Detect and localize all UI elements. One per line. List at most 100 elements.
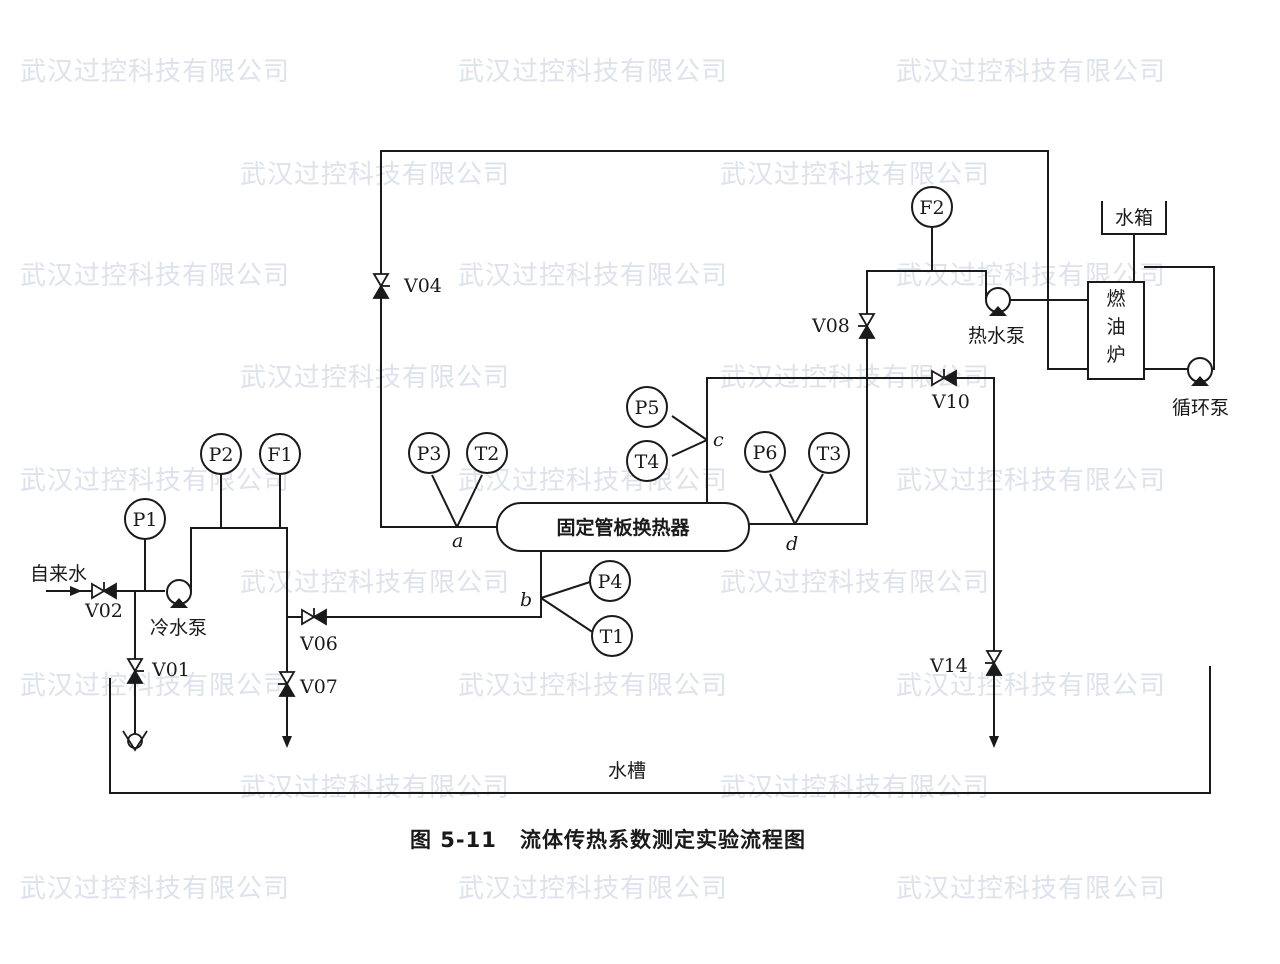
t4-lead — [671, 439, 708, 457]
down-arrow-icon — [282, 736, 292, 748]
watermark: 武汉过控科技有限公司 — [240, 773, 510, 803]
watermark: 武汉过控科技有限公司 — [458, 671, 728, 701]
valve-v10-label: V10 — [931, 391, 970, 413]
gauge-p2 — [200, 433, 242, 475]
figure-number: 图 5-11 — [410, 828, 497, 852]
valve-v08-label: V08 — [811, 315, 850, 337]
flowmeter-f1 — [259, 433, 301, 475]
watermark: 武汉过控科技有限公司 — [240, 160, 510, 190]
gauge-p1 — [124, 498, 166, 540]
gauge-p5-label: P5 — [635, 397, 660, 419]
flowmeter-f1-label: F1 — [267, 444, 292, 466]
thermometer-t1 — [591, 615, 633, 657]
cold-water-pump-icon[interactable] — [166, 579, 192, 608]
watermark: 武汉过控科技有限公司 — [720, 568, 990, 598]
water-box-label: 水箱 — [1115, 207, 1153, 229]
cold-discharge-pipe — [190, 527, 288, 744]
water-tank-label: 水槽 — [608, 760, 646, 782]
valve-v04[interactable] — [372, 273, 390, 299]
valve-v14-label: V14 — [929, 655, 968, 677]
circulation-pump-label: 循环泵 — [1172, 397, 1229, 419]
valve-v10[interactable] — [931, 369, 957, 387]
circulation-loop — [1144, 266, 1215, 370]
gauge-p5 — [626, 386, 668, 428]
hot-water-pump-icon[interactable] — [985, 287, 1011, 316]
watermark: 武汉过控科技有限公司 — [20, 671, 290, 701]
flowmeter-f2-label: F2 — [919, 197, 944, 219]
p3-lead — [431, 474, 458, 528]
thermometer-t3 — [808, 432, 850, 474]
gauge-p4-label: P4 — [598, 571, 623, 593]
thermometer-t2 — [466, 432, 508, 474]
thermometer-t2-label: T2 — [475, 443, 500, 465]
point-d: d — [786, 533, 798, 555]
thermometer-t3-label: T3 — [817, 443, 842, 465]
thermometer-t1-label: T1 — [600, 626, 625, 648]
point-b: b — [520, 589, 532, 611]
watermark: 武汉过控科技有限公司 — [20, 466, 290, 496]
flowmeter-f2 — [911, 186, 953, 228]
circulation-pump-icon[interactable] — [1187, 357, 1213, 386]
oil-furnace — [1087, 281, 1145, 380]
drain-outlet-icon — [122, 730, 148, 752]
valve-v06[interactable] — [301, 608, 327, 626]
gauge-p6-label: P6 — [753, 442, 778, 464]
p4-lead — [540, 581, 591, 599]
gauge-p2-label: P2 — [209, 444, 234, 466]
flow-arrow-icon — [70, 586, 82, 596]
hot-pump-label: 热水泵 — [968, 325, 1025, 347]
watermark: 武汉过控科技有限公司 — [20, 874, 290, 904]
furnace-label-2: 油 — [1106, 316, 1125, 338]
valve-v02-label: V02 — [84, 600, 123, 622]
p6-lead — [769, 473, 796, 525]
thermometer-t4 — [626, 440, 668, 482]
down-arrow-icon — [989, 736, 999, 748]
t2-lead — [456, 474, 483, 528]
watermark: 武汉过控科技有限公司 — [240, 363, 510, 393]
watermark: 武汉过控科技有限公司 — [720, 773, 990, 803]
gauge-p3-label: P3 — [417, 443, 442, 465]
cold-pump-label: 冷水泵 — [150, 617, 207, 639]
point-c: c — [713, 429, 724, 451]
watermark: 武汉过控科技有限公司 — [458, 261, 728, 291]
t1-lead — [540, 597, 595, 634]
valve-v07-label: V07 — [299, 676, 338, 698]
valve-v04-label: V04 — [403, 275, 442, 297]
watermark: 武汉过控科技有限公司 — [458, 874, 728, 904]
gauge-p3 — [408, 432, 450, 474]
watermark-layer: 武汉过控科技有限公司 武汉过控科技有限公司 武汉过控科技有限公司 武汉过控科技有… — [20, 57, 1166, 904]
watermark: 武汉过控科技有限公司 — [240, 568, 510, 598]
cold-inlet-pipe — [287, 598, 542, 618]
watermark: 武汉过控科技有限公司 — [20, 57, 290, 87]
point-a: a — [452, 530, 463, 552]
furnace-label-1: 燃 — [1106, 288, 1125, 310]
watermark: 武汉过控科技有限公司 — [896, 57, 1166, 87]
valve-v07[interactable] — [278, 671, 296, 697]
valve-v01-label: V01 — [151, 659, 190, 681]
cold-outlet-pipe — [380, 150, 1088, 528]
gauge-p6 — [744, 431, 786, 473]
heat-exchanger-label: 固定管板换热器 — [556, 516, 690, 539]
thermometer-t4-label: T4 — [635, 451, 660, 473]
hot-inlet-pipe — [749, 270, 987, 525]
watermark: 武汉过控科技有限公司 — [896, 874, 1166, 904]
valve-v06-label: V06 — [299, 633, 338, 655]
valve-v01[interactable] — [126, 658, 144, 684]
furnace-label-3: 炉 — [1106, 344, 1125, 366]
p5-lead — [671, 415, 708, 441]
watermark: 武汉过控科技有限公司 — [458, 57, 728, 87]
t3-lead — [794, 473, 824, 525]
watermark: 武汉过控科技有限公司 — [896, 671, 1166, 701]
gauge-p4 — [589, 560, 631, 602]
watermark: 武汉过控科技有限公司 — [896, 466, 1166, 496]
watermark: 武汉过控科技有限公司 — [458, 466, 728, 496]
valve-v08[interactable] — [858, 313, 876, 339]
valve-v02[interactable] — [91, 582, 117, 600]
supply-label: 自来水 — [30, 563, 87, 585]
water-tank — [109, 666, 1211, 794]
gauge-p1-label: P1 — [133, 509, 158, 531]
watermark: 武汉过控科技有限公司 — [720, 160, 990, 190]
valve-v14[interactable] — [985, 650, 1003, 676]
